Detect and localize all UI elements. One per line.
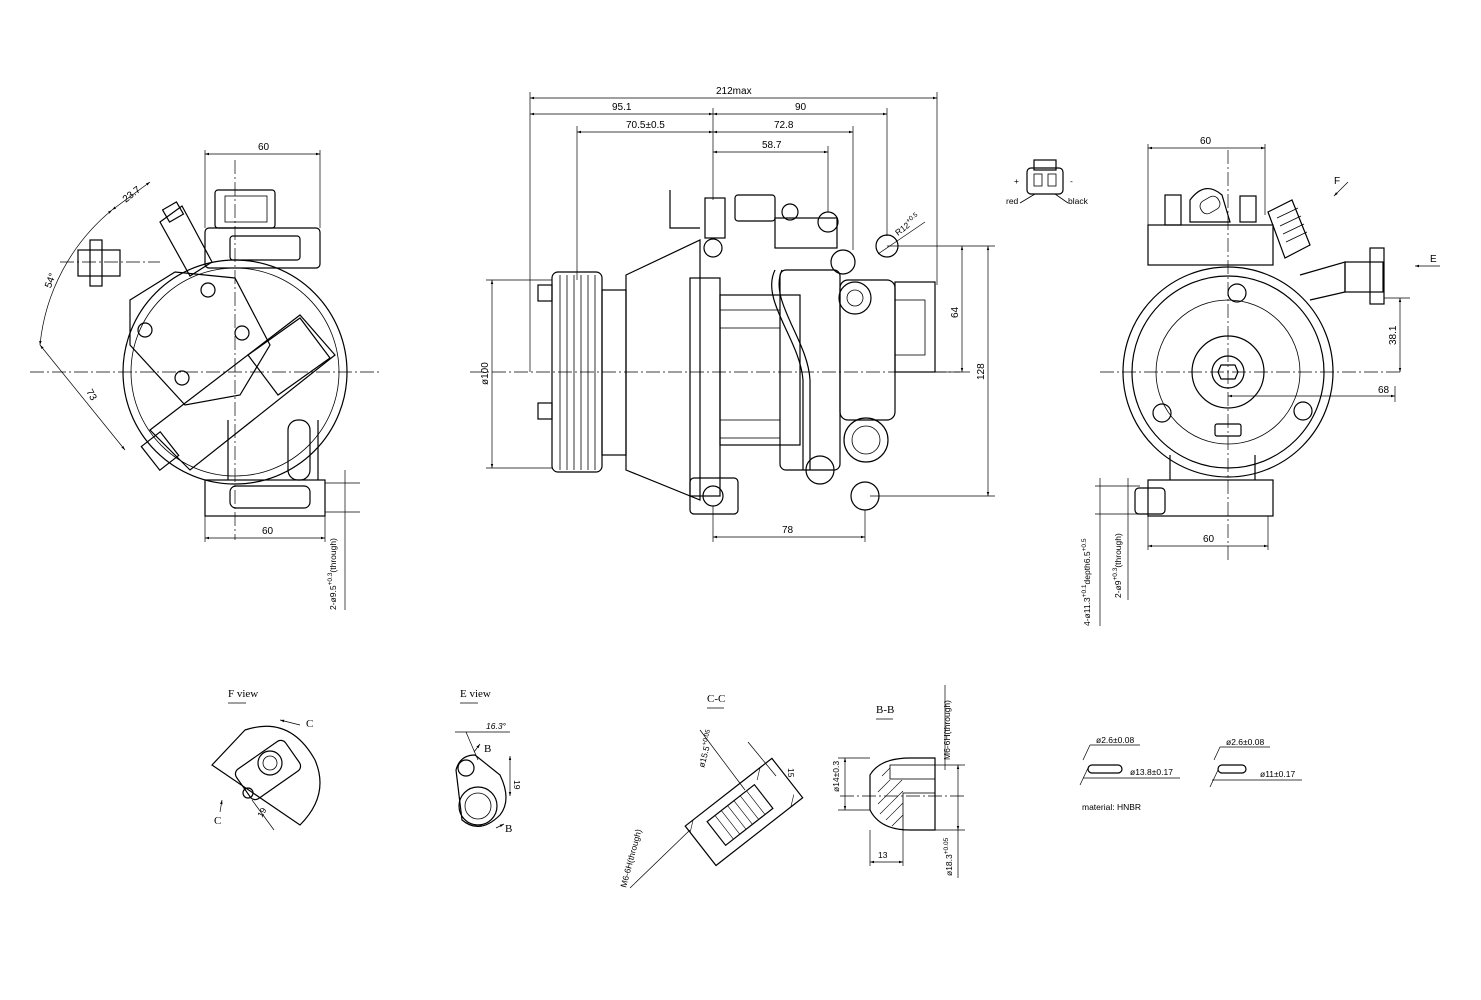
front-right-c: 58.7: [762, 140, 782, 151]
front-view: 212max 95.1 90 70.5±0.5 72.8 58.7 R12+0.…: [470, 86, 995, 542]
bb-dia-b: ø18.3: [944, 854, 954, 876]
oring1-id: ø13.8±0.17: [1130, 767, 1173, 777]
cc-dia-tol: +0.05: [701, 728, 712, 746]
connector-red: red: [1006, 196, 1019, 206]
front-pulley-dia: ø100: [480, 362, 491, 385]
right-top-width: 60: [1200, 136, 1212, 147]
svg-text:2-ø9+0.3(through): 2-ø9+0.3(through): [1112, 533, 1123, 598]
bb-dim-13: 13: [878, 850, 888, 860]
right-side-view: 60 60 38.1 68 E F 4-ø11.3+0.1depth6.5+0.…: [1081, 136, 1440, 626]
bb-hatch: [877, 767, 904, 827]
f-view-detail: F view C C 19: [211, 688, 321, 831]
front-left-a: 95.1: [612, 102, 632, 113]
cc-dim-15: 15: [786, 768, 796, 778]
front-right-a: 90: [795, 102, 807, 113]
f-view-dim: 19: [255, 806, 269, 819]
bb-dia-a: ø14±0.3: [831, 761, 841, 792]
svg-text:R12+0.5: R12+0.5: [892, 211, 921, 237]
connector-minus: -: [1070, 176, 1073, 186]
svg-text:ø18.3+0.05: ø18.3+0.05: [943, 837, 954, 876]
e-view-label-b2: B: [505, 823, 512, 835]
left-hole-tol: +0.3: [327, 572, 334, 585]
e-view-dim: 19: [512, 780, 522, 790]
left-hole-suffix: (through): [328, 538, 338, 573]
right-dim-68: 68: [1378, 385, 1390, 396]
front-overall: 212max: [716, 86, 752, 97]
right-hole-a-depth-tol: +0.5: [1081, 538, 1088, 551]
right-hole-b: 2-ø9: [1113, 580, 1123, 598]
pulley-grooves: [559, 275, 596, 470]
e-view-title: E view: [460, 688, 491, 700]
front-height-64: 64: [950, 306, 961, 318]
left-top-width: 60: [258, 142, 270, 153]
bb-dia-b-tol: +0.05: [943, 837, 950, 854]
cc-dia: ø15.5: [696, 745, 711, 769]
right-hole-a-depth: depth6.5: [1082, 551, 1092, 584]
f-view-title: F view: [228, 688, 258, 700]
connector-black: black: [1068, 196, 1089, 206]
right-bottom-width: 60: [1203, 534, 1215, 545]
front-height-128: 128: [976, 363, 987, 380]
left-dim-23: 23.7: [121, 184, 143, 205]
oring2-section: ø2.6±0.08: [1226, 737, 1264, 747]
left-angle: 54°: [43, 272, 59, 290]
left-side-view: 60 60 23.7 54° 73 2-ø9.5+0.3(through): [30, 142, 380, 610]
oring-material: material: HNBR: [1082, 802, 1141, 812]
bb-thread: M6-6H(through): [942, 700, 952, 760]
cc-section-detail: C-C ø15.5+0.05 15 M6-6H(through): [618, 693, 804, 889]
oring2-id: ø11±0.17: [1260, 769, 1295, 779]
cc-title: C-C: [707, 693, 725, 705]
svg-text:ø15.5+0.05: ø15.5+0.05: [695, 728, 716, 768]
right-dim-38: 38.1: [1388, 325, 1399, 345]
bb-section-detail: B-B ø14±0.3 ø18.3+0.05 M6-6H(through) 13: [831, 685, 965, 878]
right-hole-a: 4-ø11.3: [1082, 597, 1092, 626]
right-label-e: E: [1430, 254, 1437, 265]
cc-thread: M6-6H(through): [618, 828, 643, 889]
oring1-section: ø2.6±0.08: [1096, 735, 1134, 745]
front-left-b: 70.5±0.5: [626, 120, 665, 131]
bb-title: B-B: [876, 704, 894, 716]
connector-detail: + - red black: [1006, 159, 1089, 206]
left-hole-note: 2-ø9.5: [328, 585, 338, 610]
e-view-angle: 16.3°: [486, 721, 507, 731]
right-label-f: F: [1334, 176, 1340, 187]
cc-threads: [714, 790, 766, 840]
right-hole-b-tol: +0.3: [1112, 567, 1119, 580]
front-radius-tol: +0.5: [905, 211, 920, 225]
svg-text:4-ø11.3+0.1depth6.5+0.5: 4-ø11.3+0.1depth6.5+0.5: [1081, 538, 1092, 626]
svg-text:2-ø9.5+0.3(through): 2-ø9.5+0.3(through): [327, 538, 338, 610]
e-view-detail: E view 16.3° 19 B B: [455, 688, 522, 835]
o-rings-detail: ø2.6±0.08 ø13.8±0.17 material: HNBR ø2.6…: [1079, 735, 1302, 812]
front-base-78: 78: [782, 525, 794, 536]
right-hole-a-tol: +0.1: [1081, 584, 1088, 597]
e-view-label-b1: B: [484, 743, 491, 755]
f-port-coils: [1276, 207, 1308, 243]
connector-plus: +: [1014, 176, 1019, 186]
f-view-label-c1: C: [306, 718, 313, 730]
f-view-label-c2: C: [214, 815, 221, 827]
front-right-b: 72.8: [774, 120, 794, 131]
right-hole-b-suffix: (through): [1113, 533, 1123, 568]
left-bottom-width: 60: [262, 526, 274, 537]
left-dim-73: 73: [83, 388, 98, 404]
